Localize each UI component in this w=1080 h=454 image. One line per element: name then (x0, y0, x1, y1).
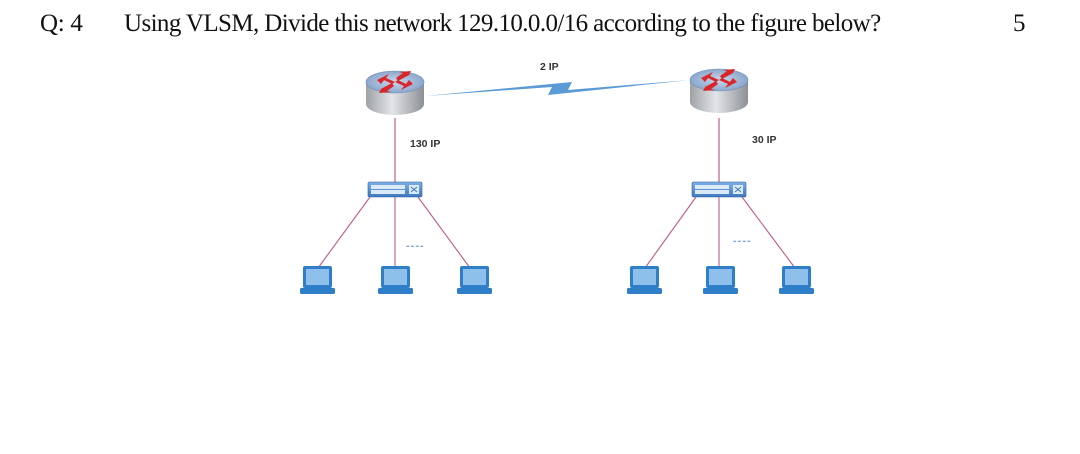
right-lan-label: 30 IP (752, 134, 777, 146)
left-lan-label: 130 IP (410, 138, 440, 150)
left-lan-cables (317, 196, 471, 269)
laptop-icon (378, 266, 413, 294)
switch-right-icon (691, 181, 747, 198)
laptop-icon (703, 266, 738, 294)
switch-left-icon (367, 181, 423, 198)
left-hosts-ellipsis: ---- (406, 240, 425, 252)
right-hosts-ellipsis: ---- (733, 235, 752, 247)
question-text: Using VLSM, Divide this network 129.10.0… (124, 10, 881, 37)
question-number: Q: 4 (40, 10, 83, 37)
laptop-icon (300, 266, 335, 294)
router-left-icon (365, 70, 425, 115)
laptop-icon (627, 266, 662, 294)
wan-link-label: 2 IP (540, 61, 559, 73)
question-marks: 5 (1013, 10, 1026, 37)
wan-link (425, 80, 690, 96)
router-right-icon (689, 68, 749, 113)
laptop-icon (457, 266, 492, 294)
right-lan-cables (644, 196, 796, 269)
laptop-icon (779, 266, 814, 294)
